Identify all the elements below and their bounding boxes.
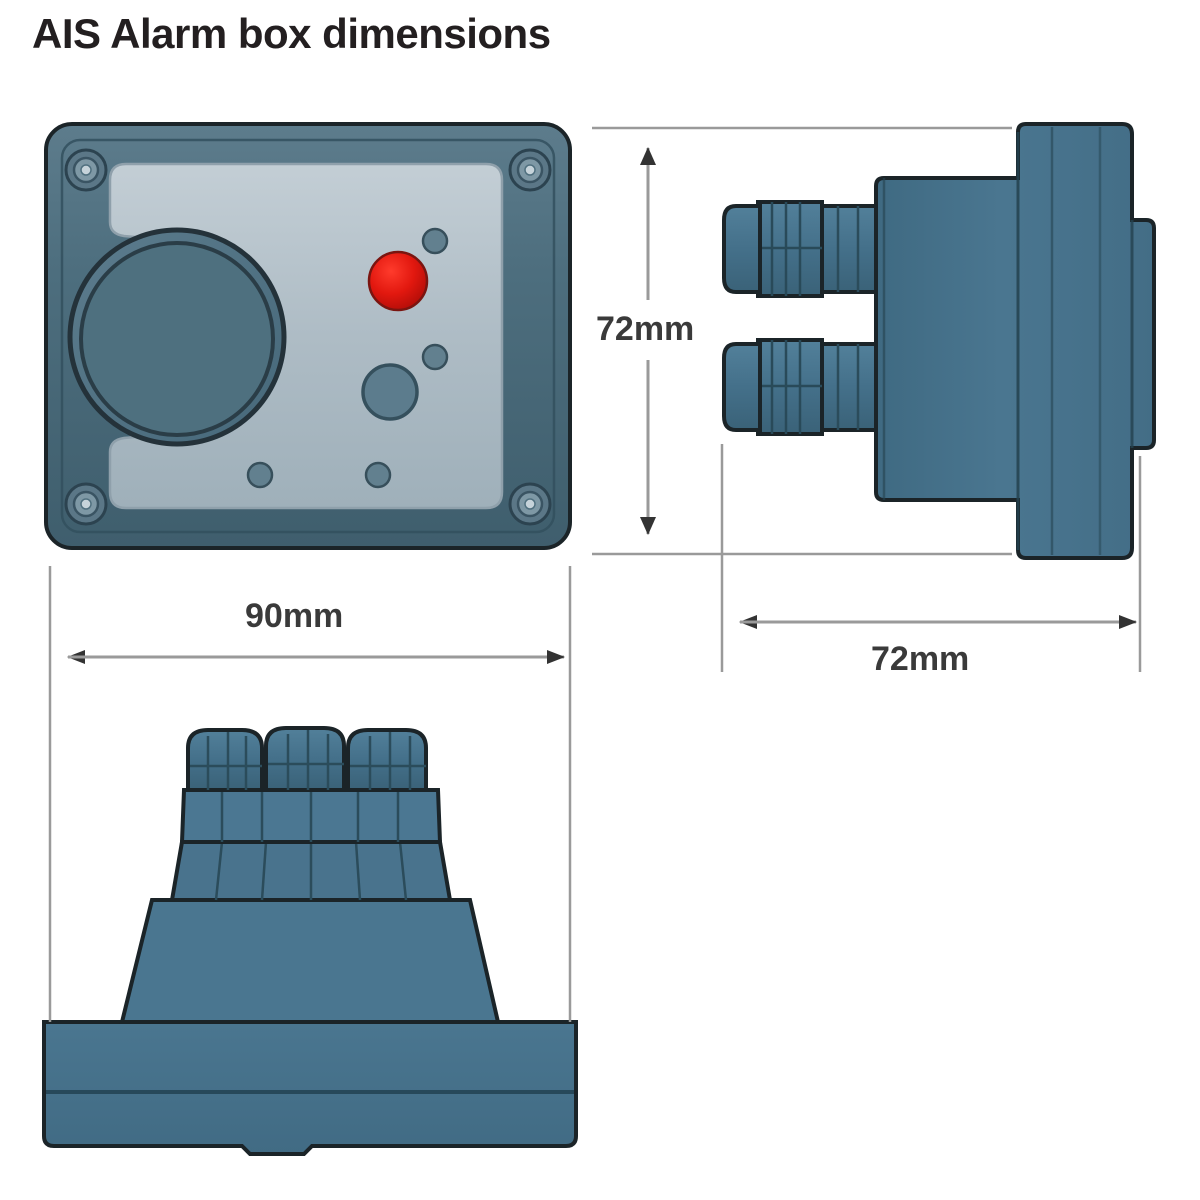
front-inner-recess — [60, 138, 556, 534]
cable-gland-left — [186, 728, 264, 792]
side-body — [874, 122, 1156, 560]
page-title: AIS Alarm box dimensions — [32, 10, 551, 57]
bottom-body-taper — [119, 898, 501, 1024]
bottom-view — [42, 726, 578, 1156]
front-view — [44, 122, 572, 550]
speaker-grille-inner — [79, 241, 275, 437]
cable-gland-upper — [722, 200, 878, 298]
corner-screw-top-right — [508, 148, 552, 192]
panel-fastener-upper-right — [421, 227, 449, 255]
dimension-label-width: 90mm — [245, 597, 344, 635]
front-face-panel — [108, 162, 504, 510]
base-flange — [42, 1020, 578, 1156]
dimension-annotations — [48, 126, 1142, 1022]
dimension-label-depth: 72mm — [871, 640, 970, 678]
corner-screw-bottom-left — [64, 482, 108, 526]
panel-fastener-group — [246, 227, 449, 489]
corner-screw-top-left — [64, 148, 108, 192]
corner-screw-bottom-right — [508, 482, 552, 526]
cable-gland-right — [346, 728, 428, 792]
panel-fastener-mid-right — [421, 343, 449, 371]
cable-gland-center — [264, 726, 346, 792]
panel-fastener-bottom-left — [246, 461, 274, 489]
cable-gland-lower — [722, 338, 878, 436]
panel-fastener-bottom-right — [364, 461, 392, 489]
side-view — [722, 122, 1156, 560]
dimension-label-height: 72mm — [596, 310, 695, 348]
red-alarm-led[interactable] — [367, 250, 429, 312]
push-button[interactable] — [361, 363, 419, 421]
